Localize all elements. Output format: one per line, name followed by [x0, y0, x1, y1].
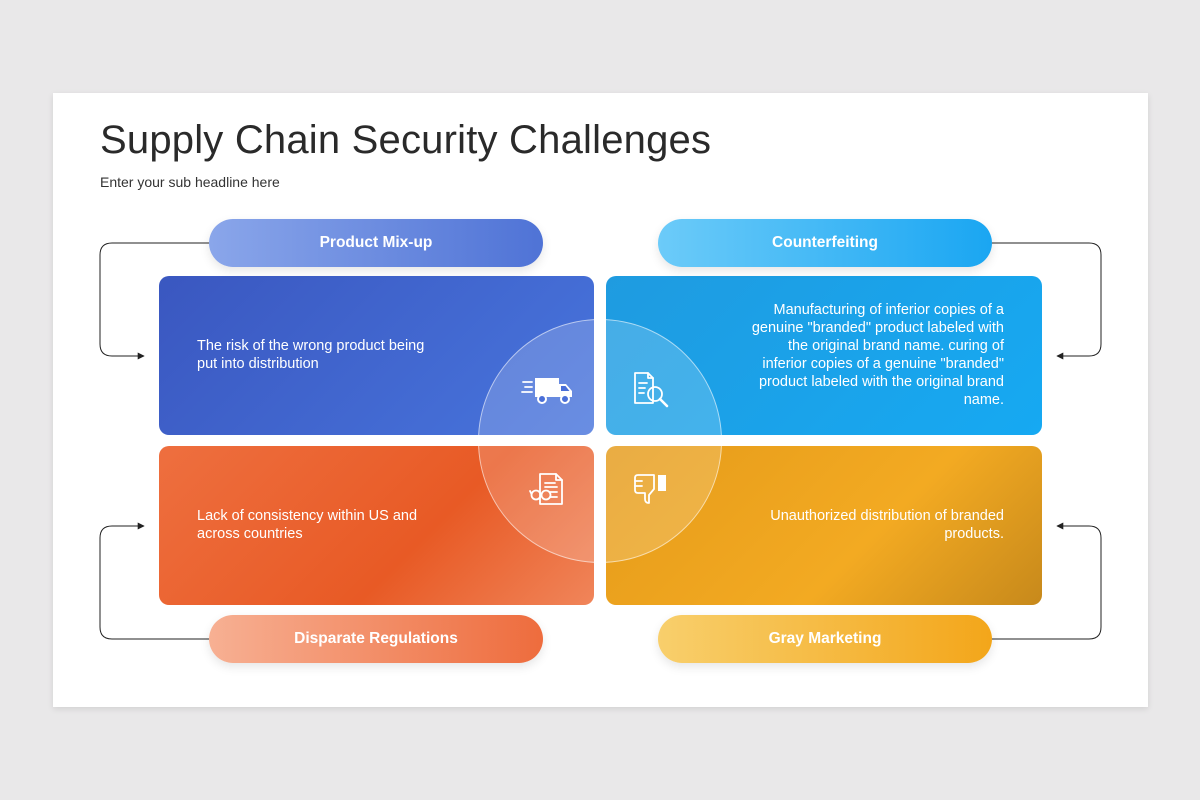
- connector-bottom-right: [991, 522, 1102, 640]
- document-search-icon: [634, 372, 669, 408]
- card-description: The risk of the wrong product being put …: [197, 338, 425, 372]
- card-description: Unauthorized distribution of branded pro…: [770, 508, 1004, 542]
- pill-gray-marketing: Gray Marketing: [658, 615, 992, 663]
- connector-top-left: [99, 242, 209, 360]
- thumbs-down-icon: [634, 474, 666, 504]
- pill-counterfeiting: Counterfeiting: [658, 219, 992, 267]
- slide-subtitle: Enter your sub headline here: [100, 174, 280, 190]
- pill-product-mix-up: Product Mix-up: [209, 219, 543, 267]
- document-glasses-icon: [529, 473, 563, 505]
- slide-title: Supply Chain Security Challenges: [100, 118, 712, 162]
- card-description: Manufacturing of inferior copies of a ge…: [751, 302, 1004, 408]
- card-description: Lack of consistency within US and across…: [197, 508, 418, 542]
- pill-disparate-regulations: Disparate Regulations: [209, 615, 543, 663]
- connector-top-right: [991, 242, 1102, 360]
- connector-bottom-left: [99, 522, 209, 640]
- center-circle-overlay: [478, 319, 722, 563]
- delivery-truck-icon: [521, 378, 572, 404]
